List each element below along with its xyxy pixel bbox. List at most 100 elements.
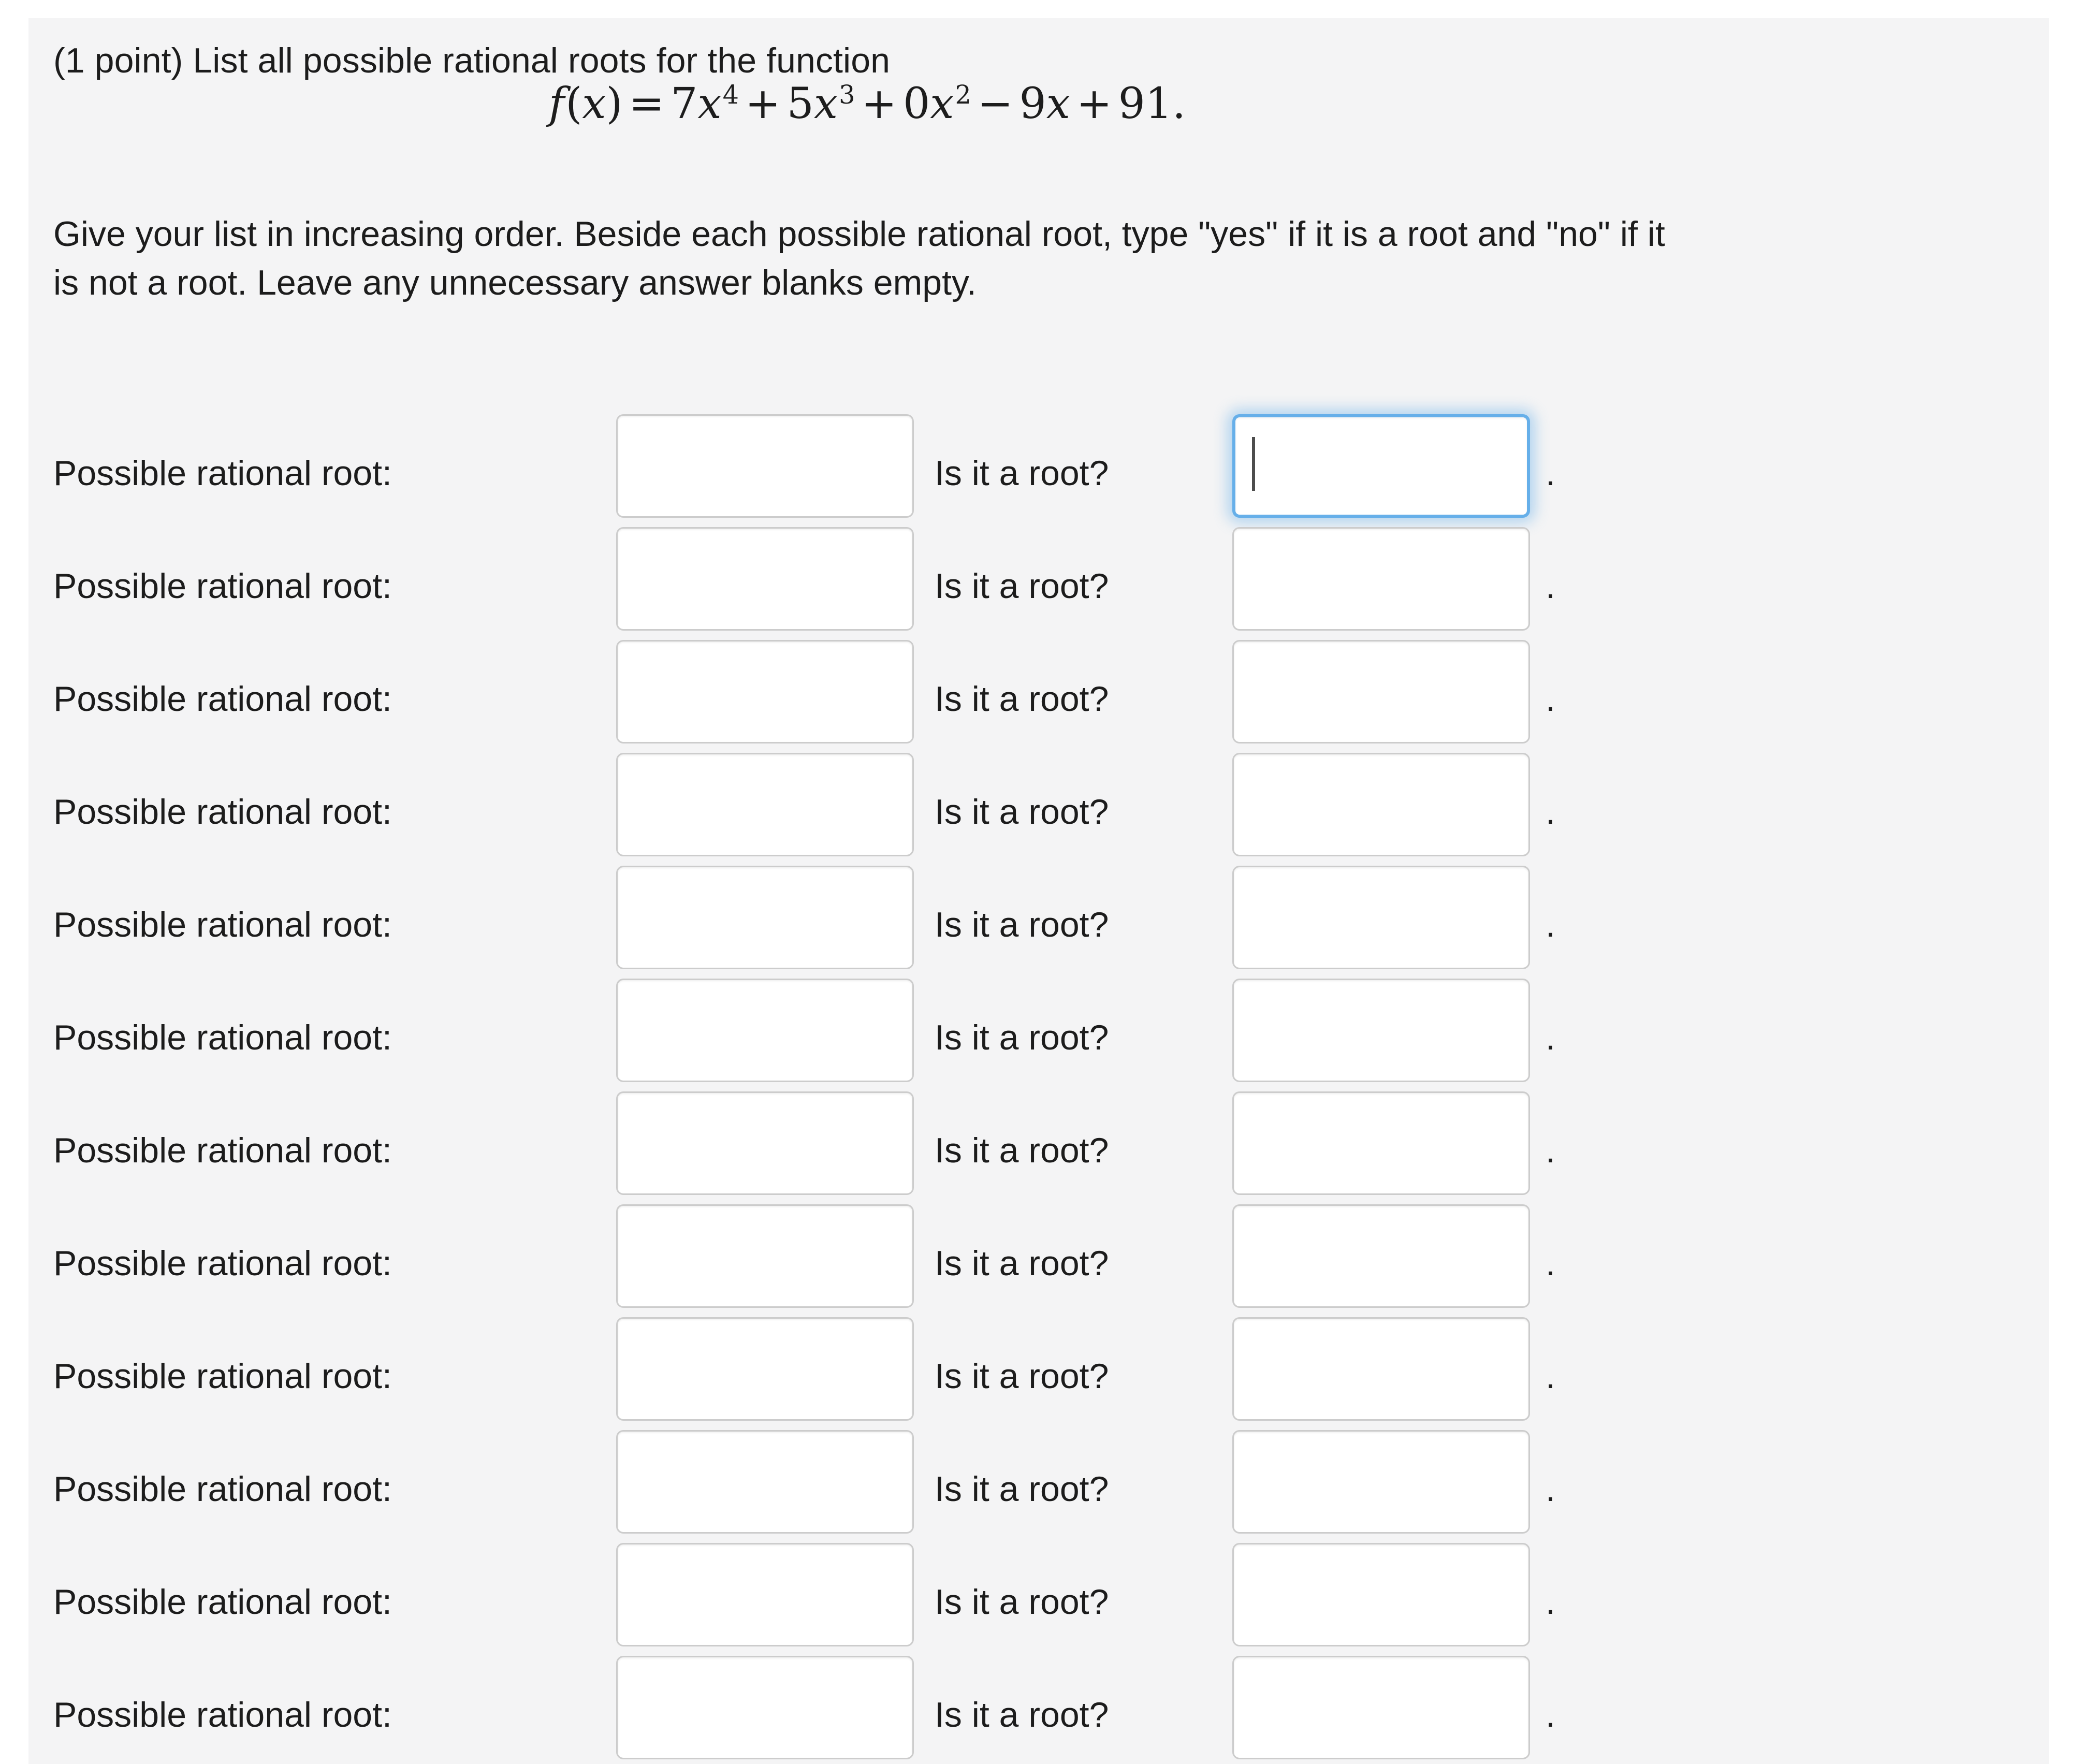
possible-root-input[interactable] [616,979,914,1082]
possible-root-input[interactable] [616,1430,914,1534]
answer-row: Possible rational root: Is it a root?. [28,408,2049,521]
possible-root-input[interactable] [616,1656,914,1759]
formula-plus-2: + [861,79,897,128]
possible-root-input[interactable] [616,1317,914,1421]
formula-close-paren: ) [606,79,623,128]
possible-root-input[interactable] [616,1204,914,1308]
possible-root-input[interactable] [616,640,914,743]
possible-root-input[interactable] [616,1091,914,1195]
possible-root-label: Possible rational root: [53,905,392,944]
row-trailing-period: . [1546,1469,1555,1509]
possible-root-label: Possible rational root: [53,792,392,832]
is-it-a-root-label: Is it a root? [935,679,1109,719]
is-it-a-root-input[interactable] [1232,527,1530,631]
formula-term2-variable: x [813,79,838,128]
possible-root-label: Possible rational root: [53,679,392,719]
is-it-a-root-label: Is it a root? [935,566,1109,606]
formula-constant-term: 91 [1118,79,1173,128]
possible-root-label: Possible rational root: [53,1244,392,1283]
problem-panel: (1 point) List all possible rational roo… [28,18,2049,1764]
formula-term4-coefficient: 9 [1019,79,1046,128]
formula-minus-1: − [977,79,1013,128]
is-it-a-root-input[interactable] [1232,753,1530,856]
answer-row: Possible rational root: Is it a root?. [28,1537,2049,1650]
answer-row: Possible rational root: Is it a root?. [28,634,2049,747]
answer-row: Possible rational root: Is it a root?. [28,1085,2049,1198]
row-trailing-period: . [1546,566,1555,606]
formula-plus-3: + [1076,79,1112,128]
answer-instructions: Give your list in increasing order. Besi… [53,214,1665,302]
formula-term3-variable: x [930,79,954,128]
is-it-a-root-input[interactable] [1232,979,1530,1082]
answer-row: Possible rational root: Is it a root?. [28,1198,2049,1311]
is-it-a-root-input[interactable] [1232,866,1530,969]
formula-function-name: f [548,79,565,128]
row-trailing-period: . [1546,1357,1555,1396]
row-trailing-period: . [1546,1244,1555,1283]
row-trailing-period: . [1546,1695,1555,1734]
answer-rows-list: Possible rational root:Is it a root?.Pos… [28,408,2049,1762]
possible-root-label: Possible rational root: [53,1695,392,1734]
formula-term2-exponent: 3 [839,79,855,110]
row-trailing-period: . [1546,1018,1555,1057]
is-it-a-root-label: Is it a root? [935,1018,1109,1057]
possible-root-label: Possible rational root: [53,454,392,493]
answer-row: Possible rational root: Is it a root?. [28,972,2049,1085]
formula-term1-variable: x [697,79,722,128]
is-it-a-root-input[interactable] [1232,640,1530,743]
answer-row: Possible rational root: Is it a root?. [28,1650,2049,1762]
is-it-a-root-label: Is it a root? [935,1582,1109,1622]
row-trailing-period: . [1546,905,1555,944]
formula-term3-coefficient: 0 [903,79,930,128]
possible-root-label: Possible rational root: [53,1018,392,1057]
is-it-a-root-label: Is it a root? [935,454,1109,493]
function-formula: f(x)=7x4+5x3+0x2−9x+91. [28,79,1706,128]
possible-root-input[interactable] [616,866,914,969]
answer-row: Possible rational root: Is it a root?. [28,1424,2049,1537]
possible-root-label: Possible rational root: [53,1357,392,1396]
possible-root-input[interactable] [616,527,914,631]
is-it-a-root-input[interactable] [1232,1656,1530,1759]
is-it-a-root-input[interactable] [1232,1543,1530,1646]
is-it-a-root-label: Is it a root? [935,792,1109,832]
formula-open-paren: ( [565,79,582,128]
possible-root-input[interactable] [616,1543,914,1646]
is-it-a-root-label: Is it a root? [935,1695,1109,1734]
row-trailing-period: . [1546,792,1555,832]
row-trailing-period: . [1546,679,1555,719]
is-it-a-root-label: Is it a root? [935,1244,1109,1283]
formula-term4-variable: x [1046,79,1070,128]
possible-root-label: Possible rational root: [53,1131,392,1170]
possible-root-input[interactable] [616,753,914,856]
problem-prompt: (1 point) List all possible rational roo… [53,37,1969,84]
is-it-a-root-input[interactable] [1232,1091,1530,1195]
is-it-a-root-input[interactable] [1232,1204,1530,1308]
possible-root-input[interactable] [616,414,914,518]
is-it-a-root-label: Is it a root? [935,1357,1109,1396]
points-and-instruction-line: (1 point) List all possible rational roo… [53,41,891,80]
is-it-a-root-label: Is it a root? [935,905,1109,944]
formula-variable: x [582,79,606,128]
formula-term2-coefficient: 5 [786,79,814,128]
possible-root-label: Possible rational root: [53,1582,392,1622]
formula-term1-exponent: 4 [722,79,739,110]
formula-term3-exponent: 2 [955,79,971,110]
is-it-a-root-label: Is it a root? [935,1469,1109,1509]
formula-equals: = [629,79,665,128]
row-trailing-period: . [1546,1582,1555,1622]
row-trailing-period: . [1546,454,1555,493]
answer-row: Possible rational root: Is it a root?. [28,521,2049,634]
formula-term1-coefficient: 7 [671,79,698,128]
possible-root-label: Possible rational root: [53,566,392,606]
answer-row: Possible rational root: Is it a root?. [28,1311,2049,1424]
answer-row: Possible rational root: Is it a root?. [28,859,2049,972]
row-trailing-period: . [1546,1131,1555,1170]
text-cursor [1252,437,1255,491]
is-it-a-root-label: Is it a root? [935,1131,1109,1170]
possible-root-label: Possible rational root: [53,1469,392,1509]
is-it-a-root-input[interactable] [1232,1430,1530,1534]
formula-plus-1: + [745,79,781,128]
is-it-a-root-input[interactable] [1232,414,1530,518]
formula-period: . [1172,79,1186,128]
is-it-a-root-input[interactable] [1232,1317,1530,1421]
